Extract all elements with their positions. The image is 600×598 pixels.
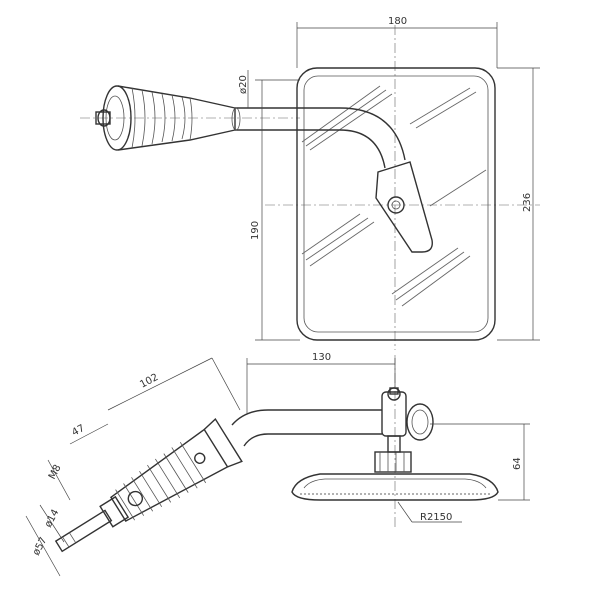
glass-reflection-lines <box>301 85 487 307</box>
top-view: 180 190 236 ø20 <box>80 16 540 350</box>
mirror-side-profile <box>291 473 499 501</box>
dim-arm-length-label: 130 <box>312 352 331 363</box>
dim-diameter-top-label: ø20 <box>238 75 249 94</box>
dim-offset-label: 102 <box>138 372 160 391</box>
dim-side-height-label: 64 <box>512 457 523 470</box>
angled-mount-assembly <box>54 417 243 553</box>
dim-dia57-label: ø57 <box>31 536 50 558</box>
dim-width-label: 180 <box>388 16 407 27</box>
mirror-outer-frame <box>296 67 496 341</box>
dim-overall-height-label: 236 <box>522 193 533 212</box>
dim-glass-height-label: 190 <box>250 221 261 240</box>
arm-top <box>95 85 433 253</box>
dim-radius-label: R2150 <box>420 512 452 523</box>
dim-bracket-label: 47 <box>70 423 86 439</box>
dimensions-top: 180 190 236 ø20 <box>238 16 540 341</box>
side-view: 130 64 R2150 102 47 M8 ø14 ø57 <box>25 352 530 577</box>
dim-dia14-label: ø14 <box>43 508 62 530</box>
dim-thread-label: M8 <box>47 463 64 481</box>
mirror-inner-glass <box>303 75 489 333</box>
dimensions-side: 130 64 R2150 102 47 M8 ø14 ø57 <box>25 352 530 577</box>
